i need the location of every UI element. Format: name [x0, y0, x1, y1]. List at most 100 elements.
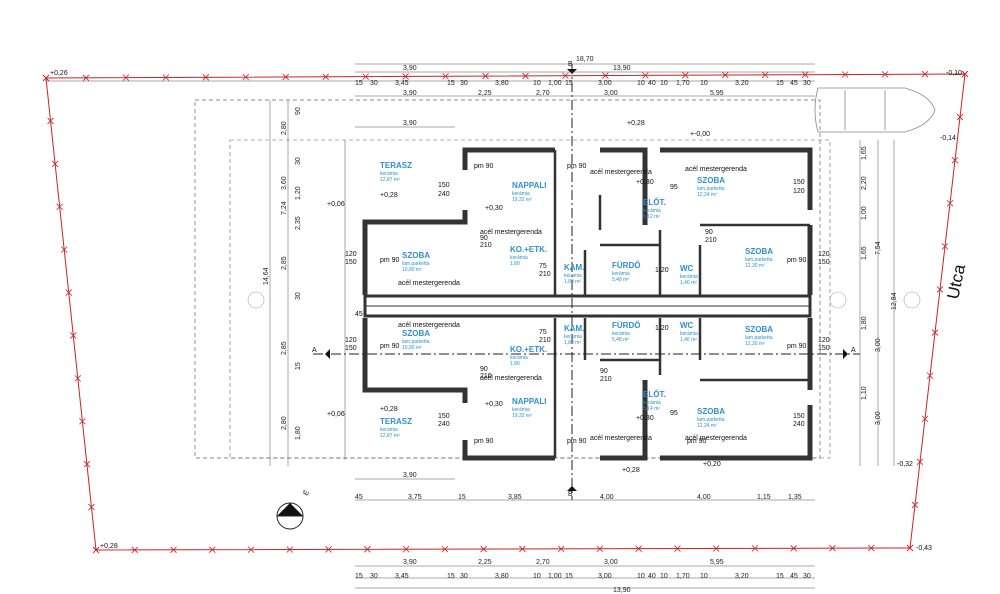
room-name: SZOBA — [697, 407, 725, 416]
boundary-marker — [202, 74, 210, 81]
corner-level-sw: +0,28 — [100, 543, 118, 550]
boundary-marker — [906, 544, 914, 552]
room-area: 5,14 m² — [643, 406, 660, 412]
boundary-marker — [674, 545, 681, 552]
boundary-marker — [47, 117, 54, 125]
level-top: +0,28 — [627, 120, 645, 127]
room-area: 12,30 m² — [745, 341, 765, 347]
dim-bottom-row1: 3,90 — [403, 472, 417, 479]
boundary-marker — [282, 73, 290, 81]
boundary-marker — [82, 74, 90, 82]
dim-right-range-0: 3,00 — [875, 338, 882, 352]
dim-bottom-row2-c: 15 — [458, 494, 466, 501]
dim-right-half: 7,54 — [875, 241, 882, 255]
dim-top-row4: 3,90 — [403, 120, 417, 127]
exterior-walls — [362, 147, 813, 461]
room-area: 19,32 m² — [512, 413, 532, 419]
room-name: KO.+ETK. — [510, 345, 547, 354]
boundary-marker — [867, 544, 875, 552]
dim-right-small: 1,652,201,001,651,801,10 — [861, 146, 868, 400]
opening-size: 1,20 — [655, 325, 669, 332]
boundary-marker — [88, 503, 95, 511]
beam-labels: acél mestergerenda acél mestergerenda acél… — [398, 166, 747, 442]
dim-value: 3,80 — [495, 573, 509, 580]
boundary-marker — [721, 71, 729, 79]
beam-label: acél mestergerenda — [590, 435, 652, 442]
dim-value: 30 — [370, 573, 378, 580]
room-name: KAM. — [564, 324, 584, 333]
section-arrow-top — [567, 69, 577, 74]
section-a-right: A — [851, 347, 856, 354]
dim-value: 30 — [460, 573, 468, 580]
opening-size: 150 — [818, 259, 830, 266]
dim-value: 15 — [776, 80, 784, 87]
room-name: KO.+ETK. — [510, 245, 547, 254]
opening-size: 210 — [480, 373, 492, 380]
corner-level-e: -0,14 — [940, 135, 956, 142]
boundary-marker — [74, 375, 82, 382]
tree-left — [247, 291, 265, 309]
boundary-marker — [931, 329, 939, 336]
dim-value: 10 — [700, 80, 708, 87]
boundary-marker — [916, 458, 924, 466]
dim-top-row3-a: 3,90 — [403, 90, 417, 97]
dim-value: 30 — [803, 573, 811, 580]
room-name: WC — [680, 321, 694, 330]
room-floor: lam.parketta — [745, 257, 773, 263]
window-labels: 1502409021012015075210120150752101502409… — [345, 179, 830, 428]
room-area: 12,24 m² — [697, 423, 717, 429]
dim-value: 30 — [460, 80, 468, 87]
beam-label: acél mestergerenda — [480, 375, 542, 382]
room-floor: kerámia — [564, 273, 582, 279]
dim-value: 1,00 — [548, 80, 562, 87]
boundary-marker — [602, 72, 609, 79]
dim-value: 45 — [790, 573, 798, 580]
opening-size: 150 — [438, 413, 450, 420]
boundary-marker — [170, 546, 177, 554]
room-area: 5,12 m² — [643, 214, 660, 220]
boundary-marker — [362, 73, 369, 80]
level-hall-top: +0,30 — [636, 179, 654, 186]
opening-label: pm 90 — [474, 438, 494, 445]
opening-size: 120 — [818, 251, 830, 258]
boundary-marker — [325, 546, 332, 553]
boundary-marker — [761, 71, 769, 79]
room-name: KAM. — [564, 263, 584, 272]
beam-label: acél mestergerenda — [590, 169, 652, 176]
dim-value: 10 — [700, 573, 708, 580]
dim-value: 10 — [660, 80, 668, 87]
boundary-marker — [911, 501, 919, 509]
dim-bottom-row2-b: 3,75 — [408, 494, 422, 501]
dim-right-range-1: 3,00 — [875, 411, 882, 425]
boundary-marker — [122, 74, 130, 81]
dim-bottom-row2-h: 1,35 — [788, 494, 802, 501]
boundary-marker — [441, 545, 449, 553]
boundary-marker — [682, 71, 689, 79]
opening-size: 95 — [670, 410, 678, 417]
room-floor: kerámia — [510, 355, 528, 361]
room-name: WC — [680, 264, 694, 273]
boundary-marker — [286, 546, 294, 553]
car-outline — [814, 87, 936, 133]
corner-level-se: -0,43 — [916, 545, 932, 552]
dim-top-row3-e: 5,95 — [710, 90, 724, 97]
beam-label: acél mestergerenda — [685, 166, 747, 173]
room-name: SZOBA — [402, 251, 430, 260]
dim-value: 1,65 — [861, 246, 868, 260]
level-living-bottom: +0,30 — [485, 401, 503, 408]
dim-value: 1,65 — [861, 146, 868, 160]
boundary-marker — [69, 332, 77, 339]
dim-value: 1,20 — [295, 186, 302, 200]
opening-size: 210 — [705, 237, 717, 244]
opening-label: pm 90 — [380, 343, 400, 350]
room-name: TERASZ — [380, 417, 412, 426]
dim-overall-top: 18,70 — [576, 56, 594, 63]
boundary-marker — [402, 545, 410, 553]
boundary-marker — [42, 74, 50, 82]
